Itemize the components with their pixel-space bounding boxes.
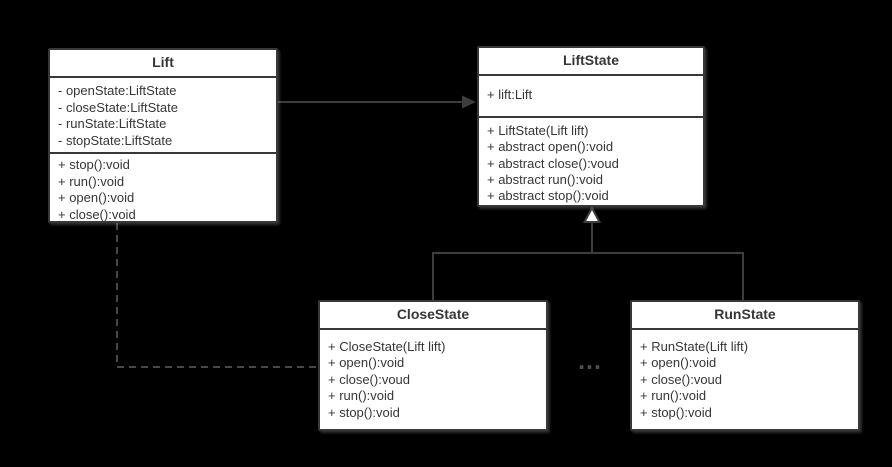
class-box-liftstate: LiftState + lift:Lift + LiftState(Lift l…: [477, 46, 705, 207]
filled-arrowhead: [462, 95, 476, 109]
methods-compartment: + LiftState(Lift lift) + abstract open()…: [479, 118, 703, 205]
method-row: + open():void: [640, 355, 717, 371]
generalization-connector: [432, 205, 744, 300]
association-arrow-lift-to-liftstate: [278, 95, 476, 109]
class-title-liftstate: LiftState: [479, 48, 703, 76]
method-row: + abstract stop():void: [487, 188, 609, 204]
method-row: + run():void: [328, 388, 395, 404]
methods-compartment: + stop():void + run():void + open():void…: [50, 154, 276, 221]
class-box-lift: Lift - openState:LiftState - closeState:…: [48, 48, 278, 223]
methods-compartment: + CloseState(Lift lift) + open():void + …: [320, 330, 546, 429]
dashed-dependency-line: [116, 223, 318, 368]
method-row: + abstract close():voud: [487, 155, 619, 171]
method-row: + open():void: [58, 190, 135, 205]
class-title-runstate: RunState: [632, 302, 858, 330]
class-box-closestate: CloseState + CloseState(Lift lift) + ope…: [318, 300, 548, 431]
method-row: + abstract open():void: [487, 139, 614, 155]
method-row: + close():voud: [640, 371, 723, 387]
class-box-runstate: RunState + RunState(Lift lift) + open():…: [630, 300, 860, 431]
attributes-compartment: - openState:LiftState - closeState:LiftS…: [50, 78, 276, 154]
methods-compartment: + RunState(Lift lift) + open():void + cl…: [632, 330, 858, 429]
method-row: + RunState(Lift lift): [640, 339, 749, 354]
method-row: + stop():void: [640, 404, 712, 420]
ellipsis-dots: ...: [578, 347, 602, 375]
class-title-lift: Lift: [50, 50, 276, 78]
method-row: + run():void: [58, 173, 125, 189]
attribute-row: - openState:LiftState: [58, 83, 177, 98]
attributes-compartment: + lift:Lift: [479, 76, 703, 118]
method-row: + stop():void: [58, 157, 130, 172]
method-row: + open():void: [328, 355, 405, 371]
attribute-row: + lift:Lift: [487, 87, 533, 102]
method-row: + run():void: [640, 388, 707, 404]
hollow-triangle-arrowhead: [582, 205, 602, 223]
method-row: + stop():void: [328, 404, 400, 420]
method-row: + close():void: [58, 206, 136, 222]
attribute-row: - stopState:LiftState: [58, 132, 173, 148]
method-row: + CloseState(Lift lift): [328, 339, 446, 354]
method-row: + abstract run():void: [487, 171, 603, 187]
method-row: + close():voud: [328, 371, 411, 387]
method-row: + LiftState(Lift lift): [487, 123, 589, 138]
attribute-row: - closeState:LiftState: [58, 99, 178, 115]
attribute-row: - runState:LiftState: [58, 116, 167, 131]
class-title-closestate: CloseState: [320, 302, 546, 330]
